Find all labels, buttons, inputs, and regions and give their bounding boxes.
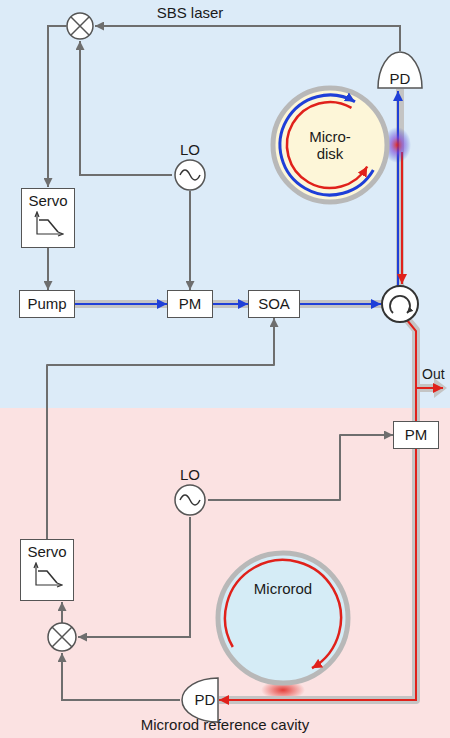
connector-group	[208, 435, 393, 500]
resonator-outline	[215, 550, 351, 686]
component-label: PM	[179, 295, 202, 312]
circulator-symbol	[382, 286, 418, 322]
amplifier-box: SOA	[248, 290, 300, 318]
pump-laser-box: Pump	[19, 290, 75, 318]
connector-group	[75, 304, 167, 305]
signal-label: SBS laser	[157, 4, 224, 21]
optical-beam	[75, 300, 167, 308]
photodetector: PD	[377, 51, 423, 89]
beam-core	[75, 303, 167, 305]
photodetector: PD	[181, 677, 219, 723]
filter-icon	[31, 562, 63, 588]
phase-modulator-box: PM	[393, 421, 439, 449]
laser-region	[0, 0, 450, 408]
connector-group	[219, 449, 416, 700]
signal-wire	[47, 248, 49, 290]
servo-box: Servo	[21, 188, 75, 248]
component-label: LO	[180, 466, 200, 483]
output-label: Out	[422, 366, 445, 382]
connector-group	[48, 248, 49, 290]
beam-core	[219, 449, 416, 700]
connector-group	[213, 304, 248, 305]
reference-cavity-region: Microrod reference cavity LO PM ServoMicror…	[0, 408, 450, 738]
mixer-symbol	[67, 13, 93, 39]
local-oscillator: LO	[172, 466, 208, 516]
filter-icon	[32, 211, 64, 237]
microrod-resonator: Microrod	[215, 550, 351, 686]
component-label: Micro- disk	[301, 128, 359, 163]
connector-group	[190, 191, 191, 290]
component-label: Servo	[28, 192, 67, 209]
signal-wire	[48, 26, 400, 700]
component-label: PM	[405, 426, 428, 443]
local-oscillator: LO	[172, 141, 208, 191]
microdisk-resonator: Micro- disk	[270, 85, 390, 205]
component-label: LO	[180, 141, 200, 158]
component-label: PD	[195, 691, 216, 708]
oscillator-symbol	[174, 159, 206, 191]
reference-region	[0, 408, 450, 738]
optical-beam	[213, 300, 248, 308]
signal-wire	[189, 191, 191, 290]
region-title: Microrod reference cavity	[141, 716, 309, 733]
signal-wire	[47, 318, 274, 539]
connector-group	[47, 318, 274, 539]
component-label: Servo	[27, 543, 66, 560]
component-label: Pump	[27, 295, 66, 312]
mixer-symbol	[48, 623, 76, 651]
servo-box: Servo	[20, 539, 74, 601]
oscillator-symbol	[174, 484, 206, 516]
optical-beam	[219, 449, 416, 700]
component-label: SOA	[258, 295, 290, 312]
component-label: PD	[390, 70, 411, 87]
component-label: Microrod	[254, 580, 312, 597]
phase-modulator-box: PM	[167, 290, 213, 318]
beam-core	[213, 303, 248, 305]
signal-wire	[208, 435, 393, 500]
